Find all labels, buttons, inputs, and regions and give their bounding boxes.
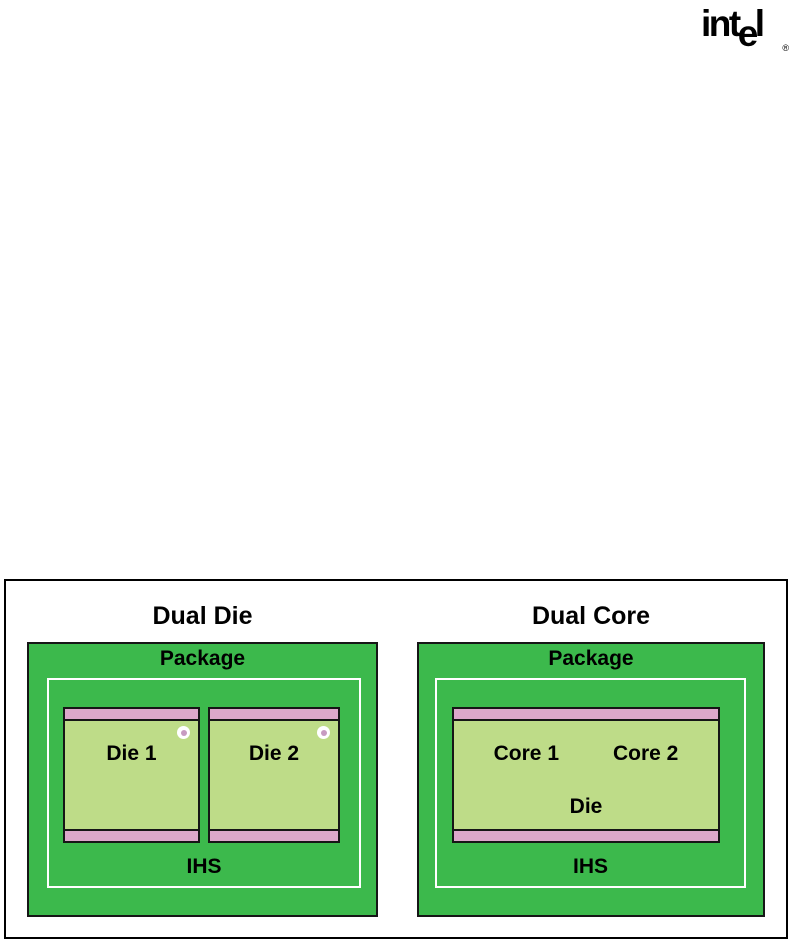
core-2-label: Core 2 — [613, 742, 679, 765]
package-label: Package — [548, 647, 634, 670]
marker-dot-icon — [320, 729, 327, 736]
die-1-box: Die 1 — [63, 707, 200, 843]
ihs-box: Die 1 Die 2 IHS — [47, 678, 361, 888]
core-1-label: Core 1 — [493, 742, 559, 765]
die-corner-marker-icon — [177, 726, 190, 739]
intel-logo: intel ® — [701, 4, 789, 58]
die-bottom-adhesive-strip — [454, 829, 718, 841]
dual-core-package-box: Package Core 1 Core 2 Die IHS — [417, 642, 765, 917]
intel-logo-text: intel — [701, 3, 765, 54]
die-corner-marker-icon — [317, 726, 330, 739]
die-bottom-adhesive-strip — [210, 829, 338, 841]
die-label: Die — [569, 795, 603, 818]
ihs-label: IHS — [186, 855, 222, 878]
package-diagram: Dual Die Package Die 1 Die 2 IHS — [4, 579, 788, 939]
die-1-label: Die 1 — [106, 742, 157, 765]
dual-die-package-box: Package Die 1 Die 2 IHS — [27, 642, 378, 917]
registered-trademark-icon: ® — [782, 43, 789, 53]
die-top-adhesive-strip — [65, 709, 198, 721]
marker-dot-icon — [180, 729, 187, 736]
die-2-label: Die 2 — [248, 742, 300, 765]
dual-die-title: Dual Die — [152, 602, 253, 630]
ihs-box: Core 1 Core 2 Die IHS — [435, 678, 746, 888]
die-bottom-adhesive-strip — [65, 829, 198, 841]
dual-core-title: Dual Core — [531, 602, 651, 630]
dual-core-die-box: Core 1 Core 2 Die — [452, 707, 720, 843]
package-label: Package — [159, 647, 246, 670]
die-top-adhesive-strip — [210, 709, 338, 721]
die-top-adhesive-strip — [454, 709, 718, 721]
ihs-label: IHS — [572, 855, 608, 878]
intel-dropped-e: e — [737, 13, 759, 54]
core-labels-row: Core 1 Core 2 — [454, 742, 718, 766]
die-2-box: Die 2 — [208, 707, 340, 843]
